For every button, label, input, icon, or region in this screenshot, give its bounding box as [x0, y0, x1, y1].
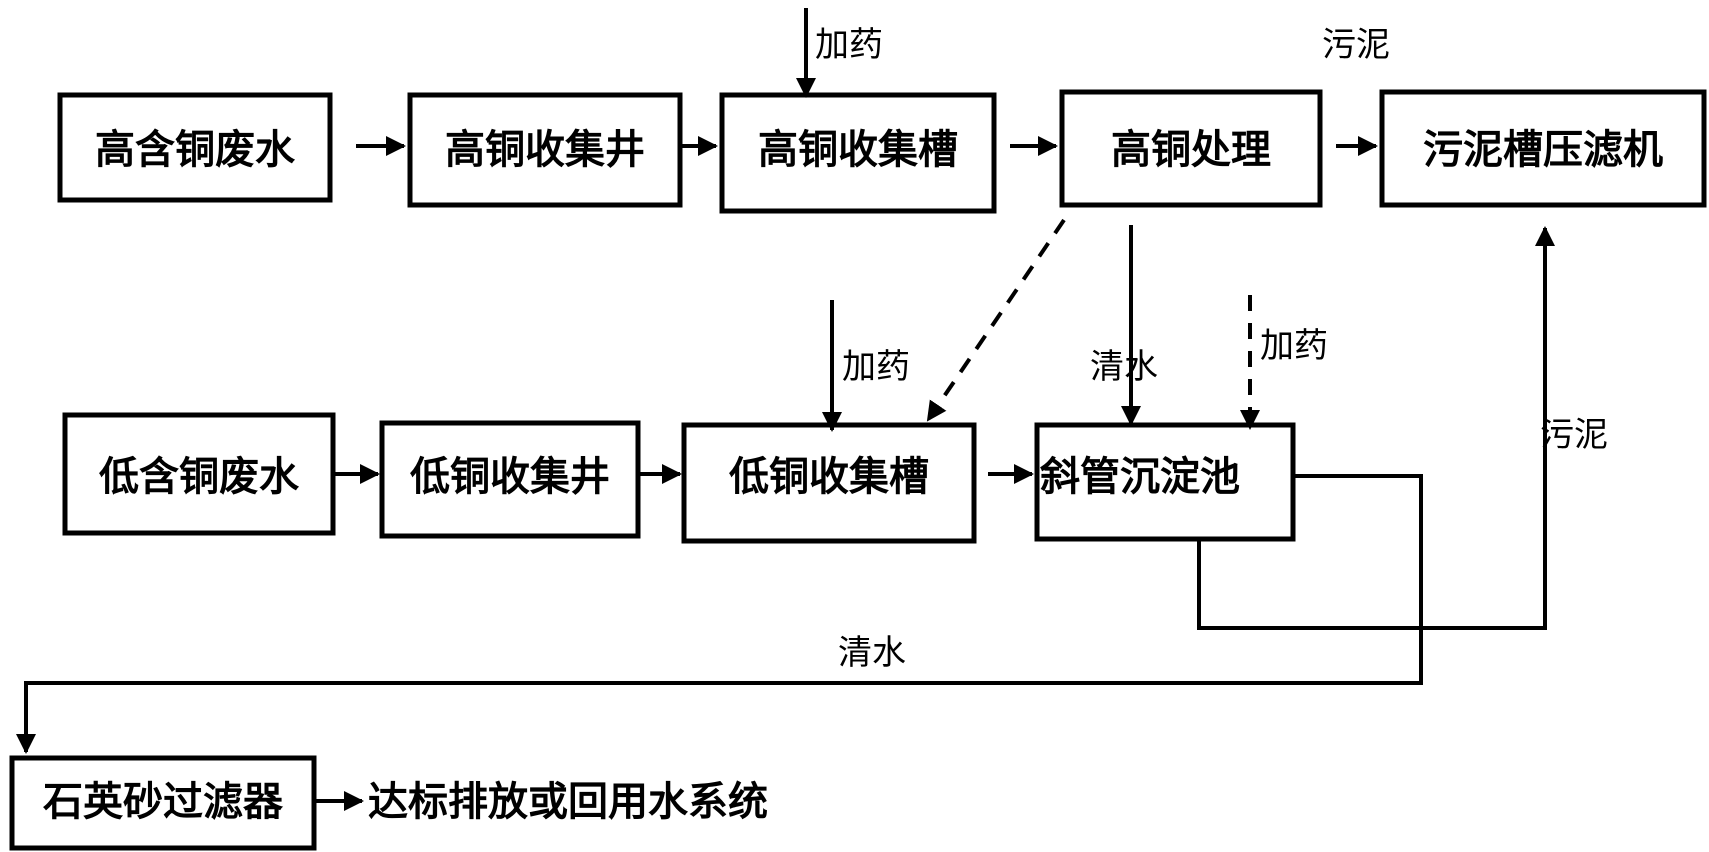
- node-low-tank: [681, 422, 977, 544]
- node-low-tank-label: 低铜收集槽: [729, 454, 929, 500]
- arrow-sludge-to-press: [1197, 226, 1555, 630]
- arrow-high-treat-to-low-tank-dashed: [926, 218, 1066, 422]
- node-high-tank-label: 高铜收集槽: [758, 127, 958, 173]
- label-clean-mid: 清水: [1090, 347, 1158, 387]
- node-low-wastewater: [62, 412, 336, 536]
- label-sludge-right: 污泥: [1540, 415, 1608, 455]
- discharge-text: 达标排放或回用水系统: [368, 779, 768, 825]
- label-dose-right: 加药: [1260, 326, 1328, 366]
- node-high-wastewater: [57, 92, 333, 203]
- node-high-treat-label: 高铜处理: [1111, 127, 1271, 173]
- node-sludge-press-label: 污泥槽压滤机: [1423, 127, 1663, 173]
- node-high-tank: [719, 92, 997, 214]
- node-low-wastewater-label: 低含铜废水: [99, 454, 300, 500]
- node-sand-filter: [9, 755, 317, 851]
- label-sludge-top: 污泥: [1322, 25, 1390, 65]
- node-high-well-label: 高铜收集井: [445, 127, 645, 173]
- node-settling: [1034, 422, 1296, 542]
- arrow-clean-to-sand-filter: [16, 474, 1423, 754]
- node-sand-filter-label: 石英砂过滤器: [43, 779, 284, 825]
- label-dose-mid: 加药: [842, 347, 910, 387]
- node-settling-label: 斜管沉淀池: [1040, 454, 1240, 500]
- label-clean-bottom: 清水: [838, 633, 906, 673]
- label-dose-top: 加药: [815, 25, 883, 65]
- node-high-treat: [1059, 89, 1323, 208]
- node-sludge-press: [1379, 89, 1707, 208]
- node-high-well: [407, 92, 683, 208]
- node-low-well-label: 低铜收集井: [410, 454, 610, 500]
- node-low-well: [379, 420, 641, 539]
- node-high-wastewater-label: 高含铜废水: [95, 127, 296, 173]
